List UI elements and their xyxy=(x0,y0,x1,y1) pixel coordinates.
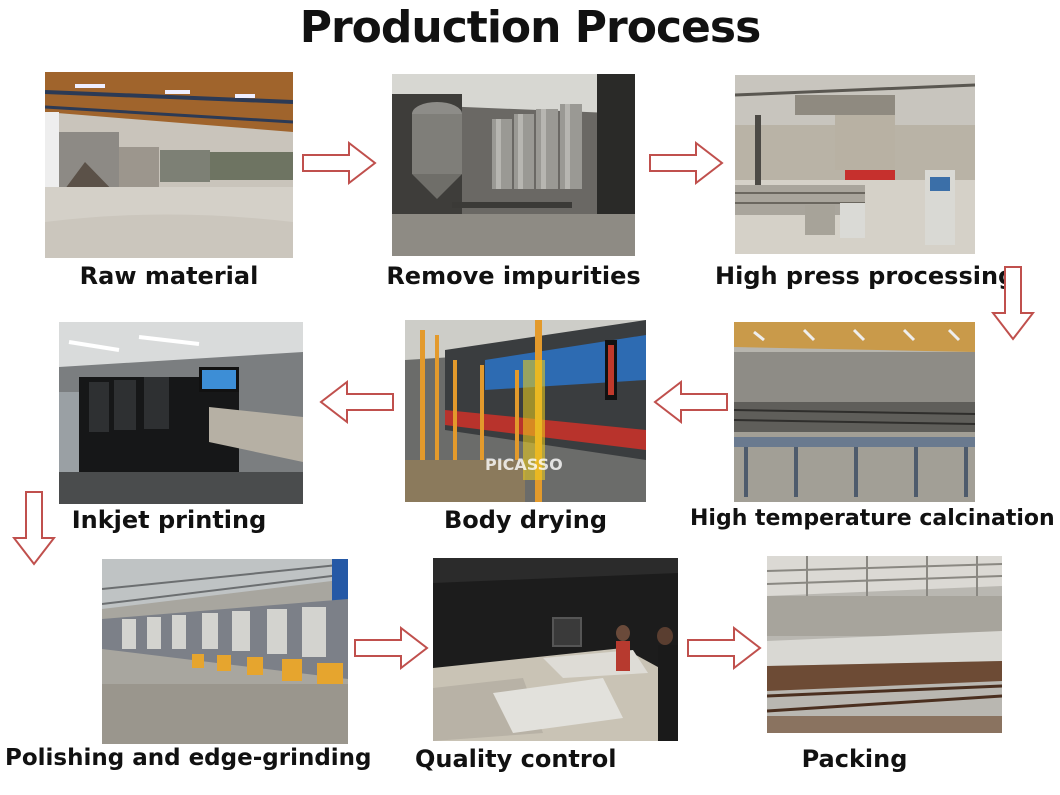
watermark-text: PICASSO xyxy=(485,455,563,474)
arrow-left-icon xyxy=(653,380,729,424)
step-label-packing: Packing xyxy=(801,745,908,773)
step-label-remove-impurities: Remove impurities xyxy=(386,262,641,290)
quality-control-photo xyxy=(433,558,678,741)
arrow-right-icon xyxy=(353,626,429,670)
arrow-down-icon xyxy=(991,265,1035,341)
silos-photo xyxy=(392,74,635,256)
arrow-down-icon xyxy=(12,490,56,566)
press-machine-photo xyxy=(735,75,975,254)
page-title: Production Process xyxy=(299,2,762,53)
arrow-right-icon xyxy=(301,141,377,185)
warehouse-raw-material-photo xyxy=(45,72,293,258)
step-label-high-temperature-calcination: High temperature calcination xyxy=(690,506,1055,531)
kiln-roller-photo xyxy=(734,322,975,502)
arrow-right-icon xyxy=(686,626,762,670)
arrow-right-icon xyxy=(648,141,724,185)
inkjet-printer-photo xyxy=(59,322,303,504)
packing-area-photo xyxy=(767,556,1002,733)
step-label-raw-material: Raw material xyxy=(79,262,259,290)
step-label-high-press-processing: High press processing xyxy=(715,262,1016,290)
polishing-line-photo xyxy=(102,559,348,744)
step-label-quality-control: Quality control xyxy=(415,745,617,773)
arrow-left-icon xyxy=(319,380,395,424)
step-label-polishing-and-edge-grinding: Polishing and edge-grinding xyxy=(5,745,372,771)
step-label-inkjet-printing: Inkjet printing xyxy=(71,506,267,534)
step-label-body-drying: Body drying xyxy=(443,506,608,534)
dryer-photo: PICASSO xyxy=(405,320,646,502)
